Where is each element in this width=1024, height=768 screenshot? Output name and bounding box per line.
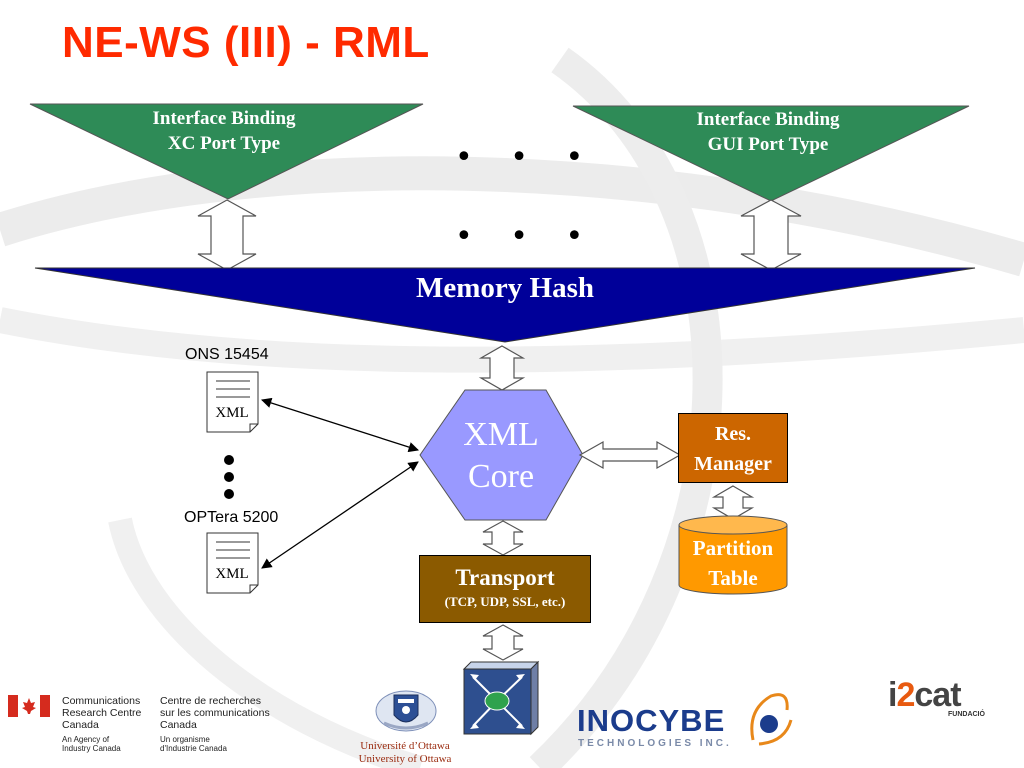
i2cat-i: i [888,676,898,714]
canada-flag-logo [8,695,50,717]
device-label-ons: ONS 15454 [185,346,269,363]
inocybe-swirl-logo [750,693,793,746]
crc-fr-line1: Centre de recherches [160,695,261,707]
ellipsis-top: • • • [455,140,598,175]
uottawa-crest-logo [375,690,437,732]
xml-core-line1: XML [463,416,539,453]
i2cat-logo: i2cat [888,676,962,715]
crc-name-fr: Centre de recherches sur les communicati… [160,695,270,731]
transport-title: Transport [455,565,555,590]
crc-agency-en: An Agency of Industry Canada [62,735,121,753]
partition-table-line2: Table [708,566,758,590]
crc-en-line1: Communications [62,695,141,707]
uottawa-name: Université d’Ottawa University of Ottawa [340,740,470,766]
ellipsis-middle: • • • [455,219,598,254]
xml-doc-label-ons: XML [215,405,249,421]
interface-binding-xc-triangle [29,103,424,200]
partition-table-label: Partition Table [678,533,788,593]
double-arrow-right [740,199,802,271]
crc-en-small1: An Agency of [62,735,110,744]
device-label-optera: OPTera 5200 [184,509,279,526]
xml-document-icon-optera [206,532,259,594]
crc-fr-small2: d'Industrie Canada [160,744,227,753]
arrow-optera-core [261,461,419,569]
crc-fr-line3: Canada [160,719,197,731]
res-manager-line1: Res. [714,423,752,445]
memory-hash-triangle [34,267,976,343]
interface-binding-xc-label: Interface Binding XC Port Type [118,106,330,156]
xml-core-line2: Core [467,458,535,495]
xml-core-hexagon [419,389,584,521]
vertical-ellipsis [224,455,236,506]
crc-agency-fr: Un organisme d'Industrie Canada [160,735,227,753]
interface-binding-gui-label: Interface Binding GUI Port Type [660,107,876,157]
crc-name-en: Communications Research Centre Canada [62,695,141,731]
interface-binding-gui-triangle [572,105,970,202]
transport-box: Transport (TCP, UDP, SSL, etc.) [419,555,591,623]
partition-table-line1: Partition [692,536,774,560]
i2cat-cat: cat [914,676,961,714]
crc-fr-line2: sur les communications [160,707,270,719]
i2cat-subtitle: FUNDACIÓ [948,711,985,718]
interface-binding-gui-line1: Interface Binding [696,109,840,130]
crc-fr-small1: Un organisme [160,735,210,744]
page-title: NE-WS (III) - RML [62,18,430,67]
interface-binding-xc-line1: Interface Binding [152,108,296,129]
network-device-icon [462,660,540,736]
crc-en-small2: Industry Canada [62,744,121,753]
partition-table-cylinder [678,525,788,595]
crc-en-line3: Canada [62,719,99,731]
interface-binding-xc-line2: XC Port Type [167,133,281,154]
double-arrow-resmanager-partition [711,485,755,520]
res-manager-line2: Manager [694,453,772,475]
interface-binding-gui-line2: GUI Port Type [707,134,829,155]
res-manager-box: Res. Manager [678,413,788,483]
xml-document-icon-ons [206,371,259,433]
crc-en-line2: Research Centre [62,707,142,719]
xml-core-label: XML Core [418,414,584,498]
double-arrow-core-transport [482,520,524,556]
inocybe-logo-name: INOCYBE [577,703,726,738]
transport-subtitle: (TCP, UDP, SSL, etc.) [444,594,566,609]
double-arrow-left [197,199,257,271]
double-arrow-hash-core [478,345,526,391]
uottawa-line2: University of Ottawa [358,753,452,765]
memory-hash-label: Memory Hash [416,272,594,304]
double-arrow-core-resmanager [578,440,682,470]
i2cat-2: 2 [896,676,915,714]
xml-doc-label-optera: XML [215,566,249,582]
inocybe-logo-tagline: TECHNOLOGIES INC. [578,738,732,749]
uottawa-line1: Université d’Ottawa [360,740,450,752]
double-arrow-transport-device [482,624,524,661]
arrow-ons-core [261,397,419,453]
